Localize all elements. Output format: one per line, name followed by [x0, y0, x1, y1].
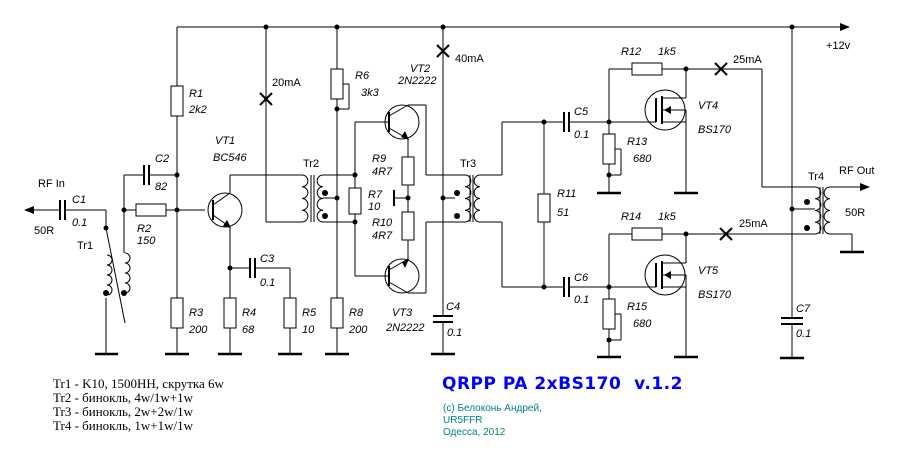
vt4-type: BS170	[698, 124, 732, 136]
vt4-current-label: 25mA	[733, 54, 762, 66]
c3-r5-network	[230, 258, 302, 356]
r7-ref: R7	[368, 189, 383, 201]
r3-ref: R3	[189, 307, 204, 319]
vt3-type: 2N2222	[385, 322, 425, 334]
r8-value: 200	[348, 324, 368, 336]
r10-value: 4R7	[372, 230, 393, 242]
c4-value: 0.1	[447, 327, 462, 339]
vt5-ref: VT5	[698, 265, 719, 277]
tr3-transformer	[440, 122, 503, 287]
r4-value: 68	[242, 324, 255, 336]
r11-load	[502, 119, 563, 290]
c7-value: 0.1	[796, 328, 811, 340]
r9-ref: R9	[372, 153, 386, 165]
c6-value: 0.1	[574, 294, 589, 306]
vt1-transistor	[207, 174, 297, 356]
credits: (c) Белоконь Андрей, UR5FFR Одесса, 2012	[443, 403, 542, 439]
r7-value: 10	[368, 201, 381, 213]
r15-ref: R15	[627, 301, 648, 313]
r3-value: 200	[188, 324, 208, 336]
tr1-ref: Tr1	[77, 240, 93, 252]
tr4-transformer	[804, 183, 870, 254]
vt5-type: BS170	[698, 289, 732, 301]
rf-in-label: RF In	[38, 178, 65, 190]
r1-value: 2k2	[188, 104, 207, 116]
rf-in-impedance: 50R	[34, 225, 54, 237]
r1-r3-divider	[165, 27, 189, 356]
r14-ref: R14	[621, 211, 641, 223]
vt4-ref: VT4	[698, 100, 718, 112]
note-tr1: Tr1 - K10, 1500НН, скрутка 6w	[53, 376, 224, 391]
vt5-current-label: 25mA	[739, 218, 768, 230]
note-tr4: Tr4 - бинокль, 1w+1w/1w	[53, 418, 194, 433]
r11-ref: R11	[557, 188, 576, 200]
vt2-transistor	[382, 104, 440, 212]
callsign: UR5FFR	[443, 415, 483, 426]
tr2-transformer	[297, 174, 355, 223]
c3-value: 0.1	[260, 277, 275, 289]
c7-decoupling	[780, 27, 815, 360]
vt23-current-label: 40mA	[455, 53, 484, 65]
c4-ref: C4	[446, 301, 460, 313]
vt3-ref: VT3	[392, 307, 413, 319]
c7-ref: C7	[796, 303, 811, 315]
r5-value: 10	[302, 324, 315, 336]
r5-ref: R5	[302, 307, 317, 319]
tr1-transformer	[95, 210, 131, 356]
r2-ref: R2	[137, 223, 151, 235]
note-tr2: Tr2 - бинокль, 4w/1w+1w	[53, 390, 194, 405]
vt3-transistor	[382, 211, 440, 294]
r6-r8-bias	[325, 27, 350, 356]
c6-ref: C6	[574, 272, 589, 284]
c5-ref: C5	[574, 106, 589, 118]
c3-ref: C3	[260, 253, 275, 265]
tr2-ref: Tr2	[303, 158, 319, 170]
r1-ref: R1	[189, 88, 203, 100]
transformer-notes: Tr1 - K10, 1500НН, скрутка 6w Tr2 - бино…	[53, 377, 224, 433]
vt1-type: BC546	[213, 152, 248, 164]
vt5-stage	[544, 227, 815, 359]
schematic-title: QRPP PA 2xBS170 v.1.2	[442, 374, 683, 394]
r6-value: 3k3	[361, 87, 380, 99]
vt4-stage	[563, 62, 815, 195]
r8-ref: R8	[349, 307, 364, 319]
c5-value: 0.1	[574, 129, 589, 141]
r9-value: 4R7	[372, 166, 393, 178]
r11-value: 51	[557, 207, 569, 219]
r13-ref: R13	[627, 136, 648, 148]
c1-value: 0.1	[72, 217, 87, 229]
r12-ref: R12	[621, 46, 641, 58]
place-year: Одесса, 2012	[443, 427, 506, 438]
supply-label: +12v	[826, 40, 851, 52]
rf-out-impedance: 50R	[845, 207, 865, 219]
r7-base-network	[348, 121, 382, 277]
r6-ref: R6	[355, 70, 370, 82]
vt1-ref: VT1	[215, 135, 235, 147]
r13-value: 680	[633, 153, 652, 165]
r10-ref: R10	[372, 217, 393, 229]
note-tr3: Tr3 - бинокль, 2w+2w/1w	[53, 404, 194, 419]
r2-value: 150	[137, 235, 156, 247]
vt1-collector-feed	[259, 27, 297, 223]
r12-value: 1k5	[658, 46, 677, 58]
c2-ref: C2	[155, 153, 169, 165]
vt23-supply-feed	[431, 27, 455, 356]
vt2-ref: VT2	[410, 63, 430, 75]
tr3-ref: Tr3	[460, 158, 476, 170]
vt2-type: 2N2222	[397, 75, 437, 87]
supply-rail	[177, 23, 850, 31]
rf-out-label: RF Out	[839, 165, 874, 177]
r15-value: 680	[633, 318, 652, 330]
r14-value: 1k5	[658, 211, 677, 223]
r4-ref: R4	[242, 307, 256, 319]
vt1-current-label: 20mA	[272, 77, 301, 89]
tr4-ref: Tr4	[808, 171, 824, 183]
author: (c) Белоконь Андрей,	[443, 403, 542, 414]
c2-value: 82	[155, 181, 167, 193]
c1-ref: C1	[72, 194, 86, 206]
